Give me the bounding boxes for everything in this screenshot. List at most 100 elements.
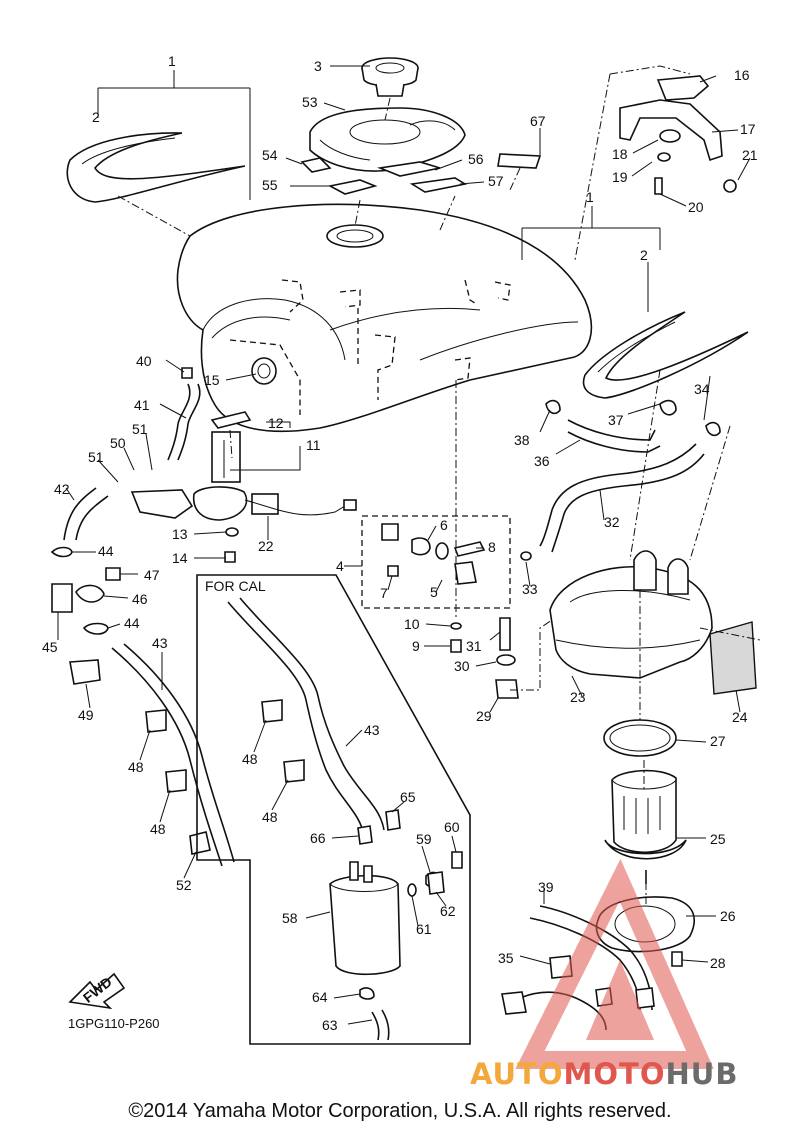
clip-64 xyxy=(359,987,375,1000)
hose-42 xyxy=(63,487,109,541)
callout-48a: 48 xyxy=(128,759,144,775)
callout-44a: 44 xyxy=(98,543,114,559)
label-57 xyxy=(409,177,468,193)
callout-14: 14 xyxy=(172,550,188,566)
clip-48d xyxy=(283,759,305,783)
canister-58 xyxy=(329,861,401,976)
fuel-pump-25 xyxy=(604,769,687,860)
hose-32 xyxy=(539,443,705,553)
label-67 xyxy=(497,153,542,169)
fuel-cap xyxy=(361,57,419,97)
nut-29 xyxy=(495,679,519,699)
callout-9: 9 xyxy=(412,638,420,654)
copyright-footer: ©2014 Yamaha Motor Corporation, U.S.A. A… xyxy=(128,1100,672,1122)
callout-31: 31 xyxy=(466,638,482,654)
for-cal-label: FOR CAL xyxy=(205,578,266,594)
label-54 xyxy=(300,157,332,173)
callout-1b: 1 xyxy=(586,189,594,205)
clip-52 xyxy=(189,831,211,855)
callout-54: 54 xyxy=(262,147,278,163)
callout-51b: 51 xyxy=(88,449,104,465)
callout-65: 65 xyxy=(400,789,416,805)
callout-34: 34 xyxy=(694,381,710,397)
callout-52: 52 xyxy=(176,877,192,893)
callout-56: 56 xyxy=(468,151,484,167)
callout-28: 28 xyxy=(710,955,726,971)
clip-34 xyxy=(705,421,721,437)
callout-15: 15 xyxy=(204,372,220,388)
gasket-13 xyxy=(225,527,239,537)
callout-48b: 48 xyxy=(150,821,166,837)
clip-37 xyxy=(659,399,677,416)
callout-1a: 1 xyxy=(168,53,176,69)
callout-67: 67 xyxy=(530,113,546,129)
tank-bracket xyxy=(619,75,737,195)
hose-63 xyxy=(371,1009,390,1041)
fitting-47 xyxy=(105,567,121,581)
hose-41 xyxy=(167,383,191,461)
clamp-44b xyxy=(82,622,109,635)
tank-emblem-right xyxy=(582,311,749,399)
bolt-31 xyxy=(499,617,511,651)
callout-62: 62 xyxy=(440,903,456,919)
callout-12: 12 xyxy=(268,415,284,431)
callout-13: 13 xyxy=(172,526,188,542)
for-cal-box xyxy=(196,574,471,1045)
callout-17: 17 xyxy=(740,121,756,137)
callout-30: 30 xyxy=(454,658,470,674)
label-55 xyxy=(327,179,378,195)
clamp-44a xyxy=(50,546,73,558)
callout-40: 40 xyxy=(136,353,152,369)
filler-cover xyxy=(309,107,466,172)
fuel-tank xyxy=(176,203,593,433)
callout-33: 33 xyxy=(522,581,538,597)
callout-36: 36 xyxy=(534,453,550,469)
callout-58: 58 xyxy=(282,910,298,926)
collar-62 xyxy=(427,871,445,895)
grommet-15 xyxy=(251,357,277,385)
callout-21: 21 xyxy=(742,147,758,163)
callout-64: 64 xyxy=(312,989,328,1005)
callout-57: 57 xyxy=(488,173,504,189)
callout-39: 39 xyxy=(538,879,554,895)
callout-11: 11 xyxy=(306,437,321,453)
callout-22: 22 xyxy=(258,538,274,554)
callout-43b: 43 xyxy=(364,722,380,738)
callout-47: 47 xyxy=(144,567,160,583)
callout-61: 61 xyxy=(416,921,432,937)
tank-bottom-plate xyxy=(549,550,713,679)
fuel-pump-unit xyxy=(130,411,357,521)
washer-10 xyxy=(450,622,462,630)
callout-10: 10 xyxy=(404,616,420,632)
callout-2a: 2 xyxy=(92,109,100,125)
screw-28 xyxy=(671,951,683,967)
forward-arrow-icon: FWD xyxy=(68,972,126,1010)
callout-49: 49 xyxy=(78,707,94,723)
callout-44b: 44 xyxy=(124,615,140,631)
callouts: 1 1 2 2 3 4 5 6 7 8 9 10 11 12 13 14 15 … xyxy=(42,53,758,1033)
label-24 xyxy=(709,621,757,695)
callout-29: 29 xyxy=(476,708,492,724)
filter-45 xyxy=(51,583,73,613)
callout-42: 42 xyxy=(54,481,70,497)
screw-60 xyxy=(451,851,463,869)
watermark-text: AUTOMOTOHUB xyxy=(470,1057,738,1091)
holder-49 xyxy=(69,659,101,685)
watermark-logo xyxy=(515,858,714,1069)
callout-24: 24 xyxy=(732,709,748,725)
hose-36 xyxy=(567,419,661,453)
watermark-moto: MOTO xyxy=(563,1057,666,1091)
callout-7: 7 xyxy=(380,585,388,601)
clip-66 xyxy=(357,825,373,845)
hose-43-right xyxy=(227,597,385,837)
callout-26: 26 xyxy=(720,908,736,924)
callout-5: 5 xyxy=(430,584,438,600)
leader-lines xyxy=(57,65,761,1025)
washer-61 xyxy=(407,883,417,897)
callout-3: 3 xyxy=(314,58,322,74)
callout-43a: 43 xyxy=(152,635,168,651)
callout-35: 35 xyxy=(498,950,514,966)
callout-50: 50 xyxy=(110,435,126,451)
callout-55: 55 xyxy=(262,177,278,193)
